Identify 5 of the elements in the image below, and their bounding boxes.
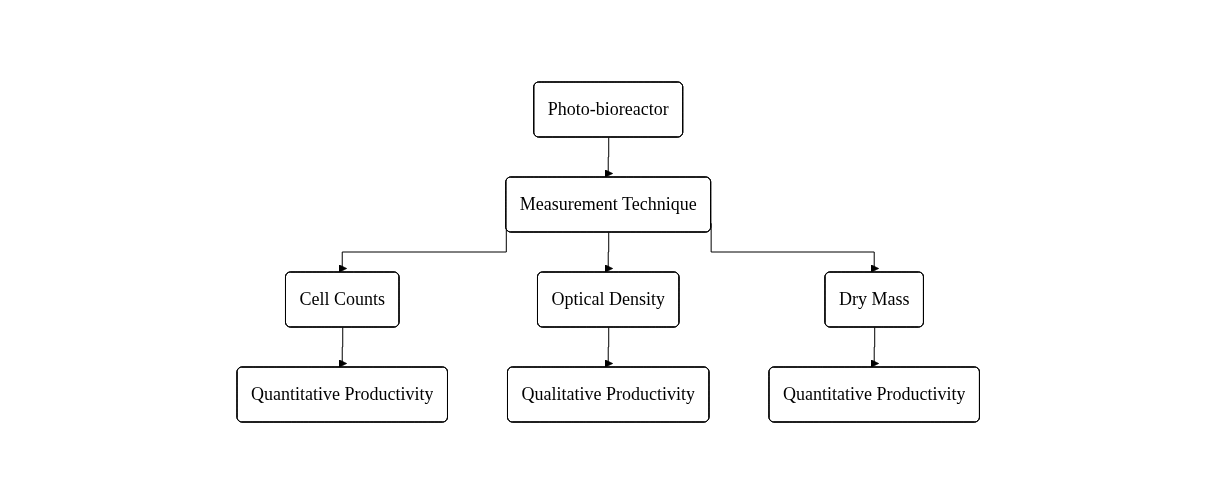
arrow [604, 232, 614, 273]
arrow [338, 327, 348, 368]
arrow [604, 327, 614, 368]
arrow [604, 137, 614, 178]
arrow [870, 327, 880, 368]
